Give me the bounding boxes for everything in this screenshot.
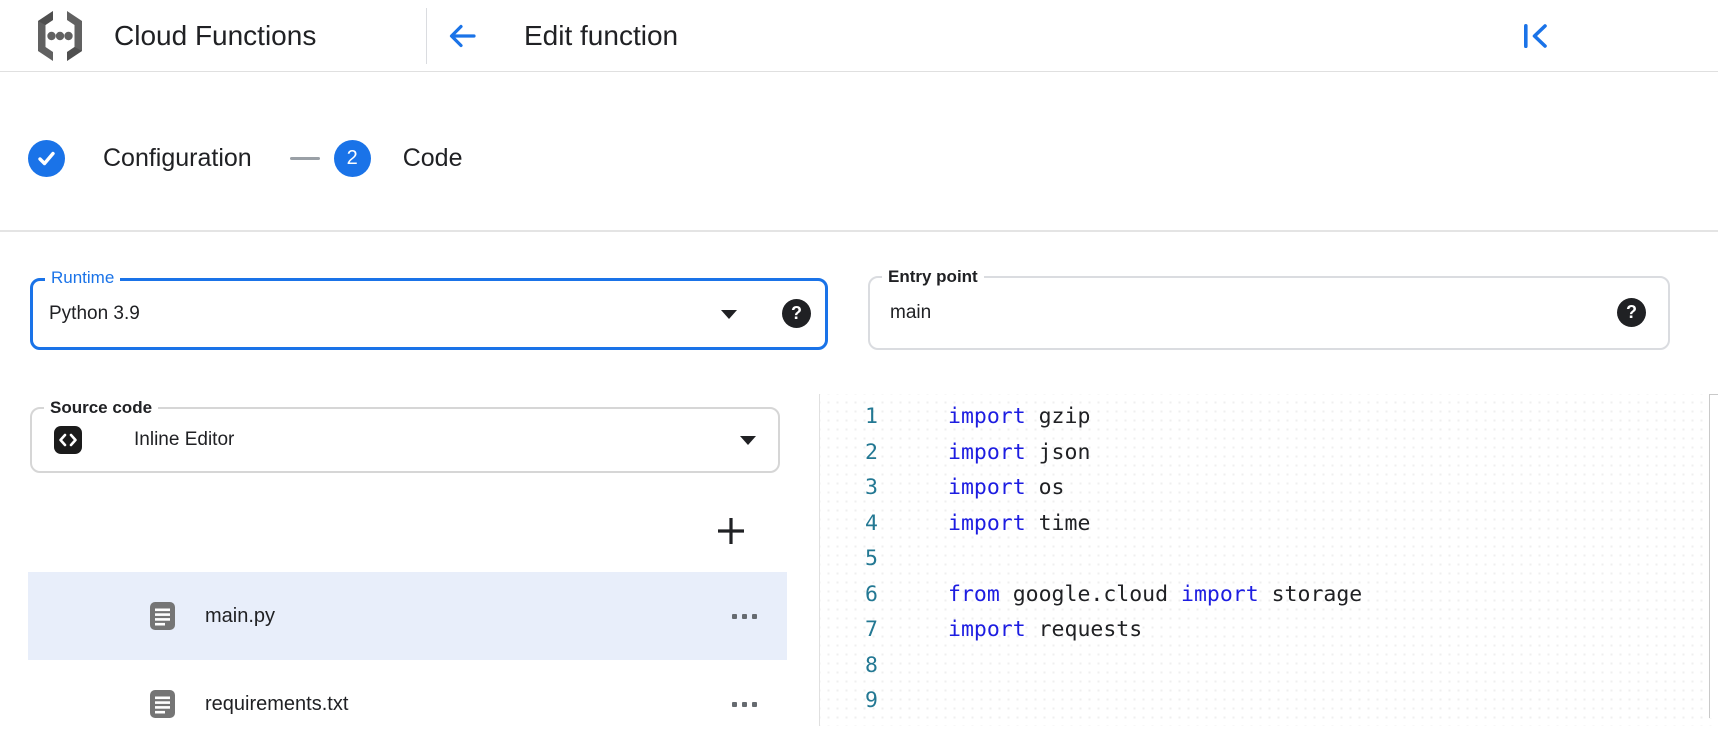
app-header: Cloud Functions Edit function — [0, 0, 1718, 72]
more-dots-icon — [731, 701, 737, 707]
runtime-select[interactable]: Runtime Python 3.9 ? — [30, 267, 828, 350]
line-number: 5 — [865, 546, 878, 571]
file-row[interactable]: main.py — [28, 572, 787, 660]
line-number: 9 — [865, 688, 878, 713]
file-name: main.py — [205, 605, 276, 627]
code-text: import json — [948, 439, 1091, 465]
edit-function-page: { "colors": { "accent_blue": "#1a73e8", … — [0, 0, 1718, 726]
line-number: 3 — [865, 475, 878, 500]
file-overflow-button[interactable] — [727, 606, 761, 626]
line-number: 1 — [865, 404, 878, 429]
code-text: from google.cloud import storage — [948, 581, 1363, 607]
line-number: 8 — [865, 652, 878, 678]
step-configuration-check[interactable] — [28, 139, 65, 177]
check-icon — [38, 151, 55, 165]
source-code-label: Source code — [44, 397, 159, 419]
code-line[interactable]: 2 import json — [820, 435, 1718, 471]
code-text: import requests — [948, 617, 1143, 642]
step-code-number: 2 — [346, 146, 358, 169]
file-list: main.py requirements.txt — [28, 572, 787, 748]
source-code-value: Inline Editor — [134, 429, 235, 450]
add-file-button[interactable] — [708, 508, 754, 554]
entry-point-field: Entry point ? — [868, 266, 1670, 350]
more-dots-icon — [731, 613, 737, 619]
code-line[interactable]: 8 — [820, 648, 1718, 684]
code-text: import gzip — [948, 404, 1091, 429]
code-line[interactable]: 7 import requests — [820, 612, 1718, 648]
runtime-help-icon[interactable]: ? — [782, 299, 811, 328]
line-number: 6 — [865, 581, 878, 607]
cloud-functions-icon — [38, 11, 82, 61]
product-name: Cloud Functions — [114, 20, 317, 51]
wizard-stepper: Configuration 2 Code — [28, 139, 462, 177]
header-divider — [426, 8, 427, 64]
section-divider — [0, 230, 1718, 232]
code-text: import time — [948, 510, 1091, 536]
page-title: Edit function — [524, 20, 679, 51]
file-row[interactable]: requirements.txt — [28, 660, 787, 748]
inline-editor-icon — [54, 426, 82, 454]
file-name: requirements.txt — [205, 693, 349, 715]
dropdown-arrow-icon[interactable] — [721, 310, 737, 319]
step-configuration-label[interactable]: Configuration — [103, 143, 252, 172]
stepper-connector — [289, 156, 320, 160]
entry-point-input[interactable] — [890, 278, 1450, 348]
code-text: import os — [948, 475, 1065, 500]
code-line[interactable]: 9 — [820, 683, 1718, 719]
runtime-value: Python 3.9 — [49, 303, 140, 324]
line-number: 2 — [865, 439, 878, 465]
back-arrow-icon[interactable] — [445, 19, 479, 53]
file-document-icon — [150, 602, 175, 630]
editor-scrollbar[interactable] — [1709, 394, 1718, 718]
code-line[interactable]: 5 — [820, 541, 1718, 577]
code-line[interactable]: 3 import os — [820, 470, 1718, 506]
line-number: 4 — [865, 510, 878, 536]
code-line[interactable]: 1 import gzip — [820, 399, 1718, 435]
code-line[interactable]: 4 import time — [820, 506, 1718, 542]
line-number: 7 — [865, 617, 878, 642]
entry-point-help-icon[interactable]: ? — [1617, 298, 1646, 327]
dropdown-arrow-icon[interactable] — [740, 436, 756, 445]
code-line[interactable]: 6 from google.cloud import storage — [820, 577, 1718, 613]
file-document-icon — [150, 690, 175, 718]
code-lines: 1 import gzip 2 import json 3 import os 4 impor… — [820, 399, 1718, 719]
code-editor[interactable]: 1 import gzip 2 import json 3 import os 4 impor… — [819, 394, 1718, 726]
source-code-select[interactable]: Source code Inline Editor — [30, 397, 780, 473]
collapse-panel-icon[interactable] — [1519, 19, 1553, 53]
plus-icon — [718, 518, 744, 544]
step-code-circle[interactable]: 2 — [333, 139, 371, 177]
runtime-label: Runtime — [45, 267, 121, 289]
file-overflow-button[interactable] — [727, 694, 761, 714]
step-code-label[interactable]: Code — [402, 143, 463, 172]
